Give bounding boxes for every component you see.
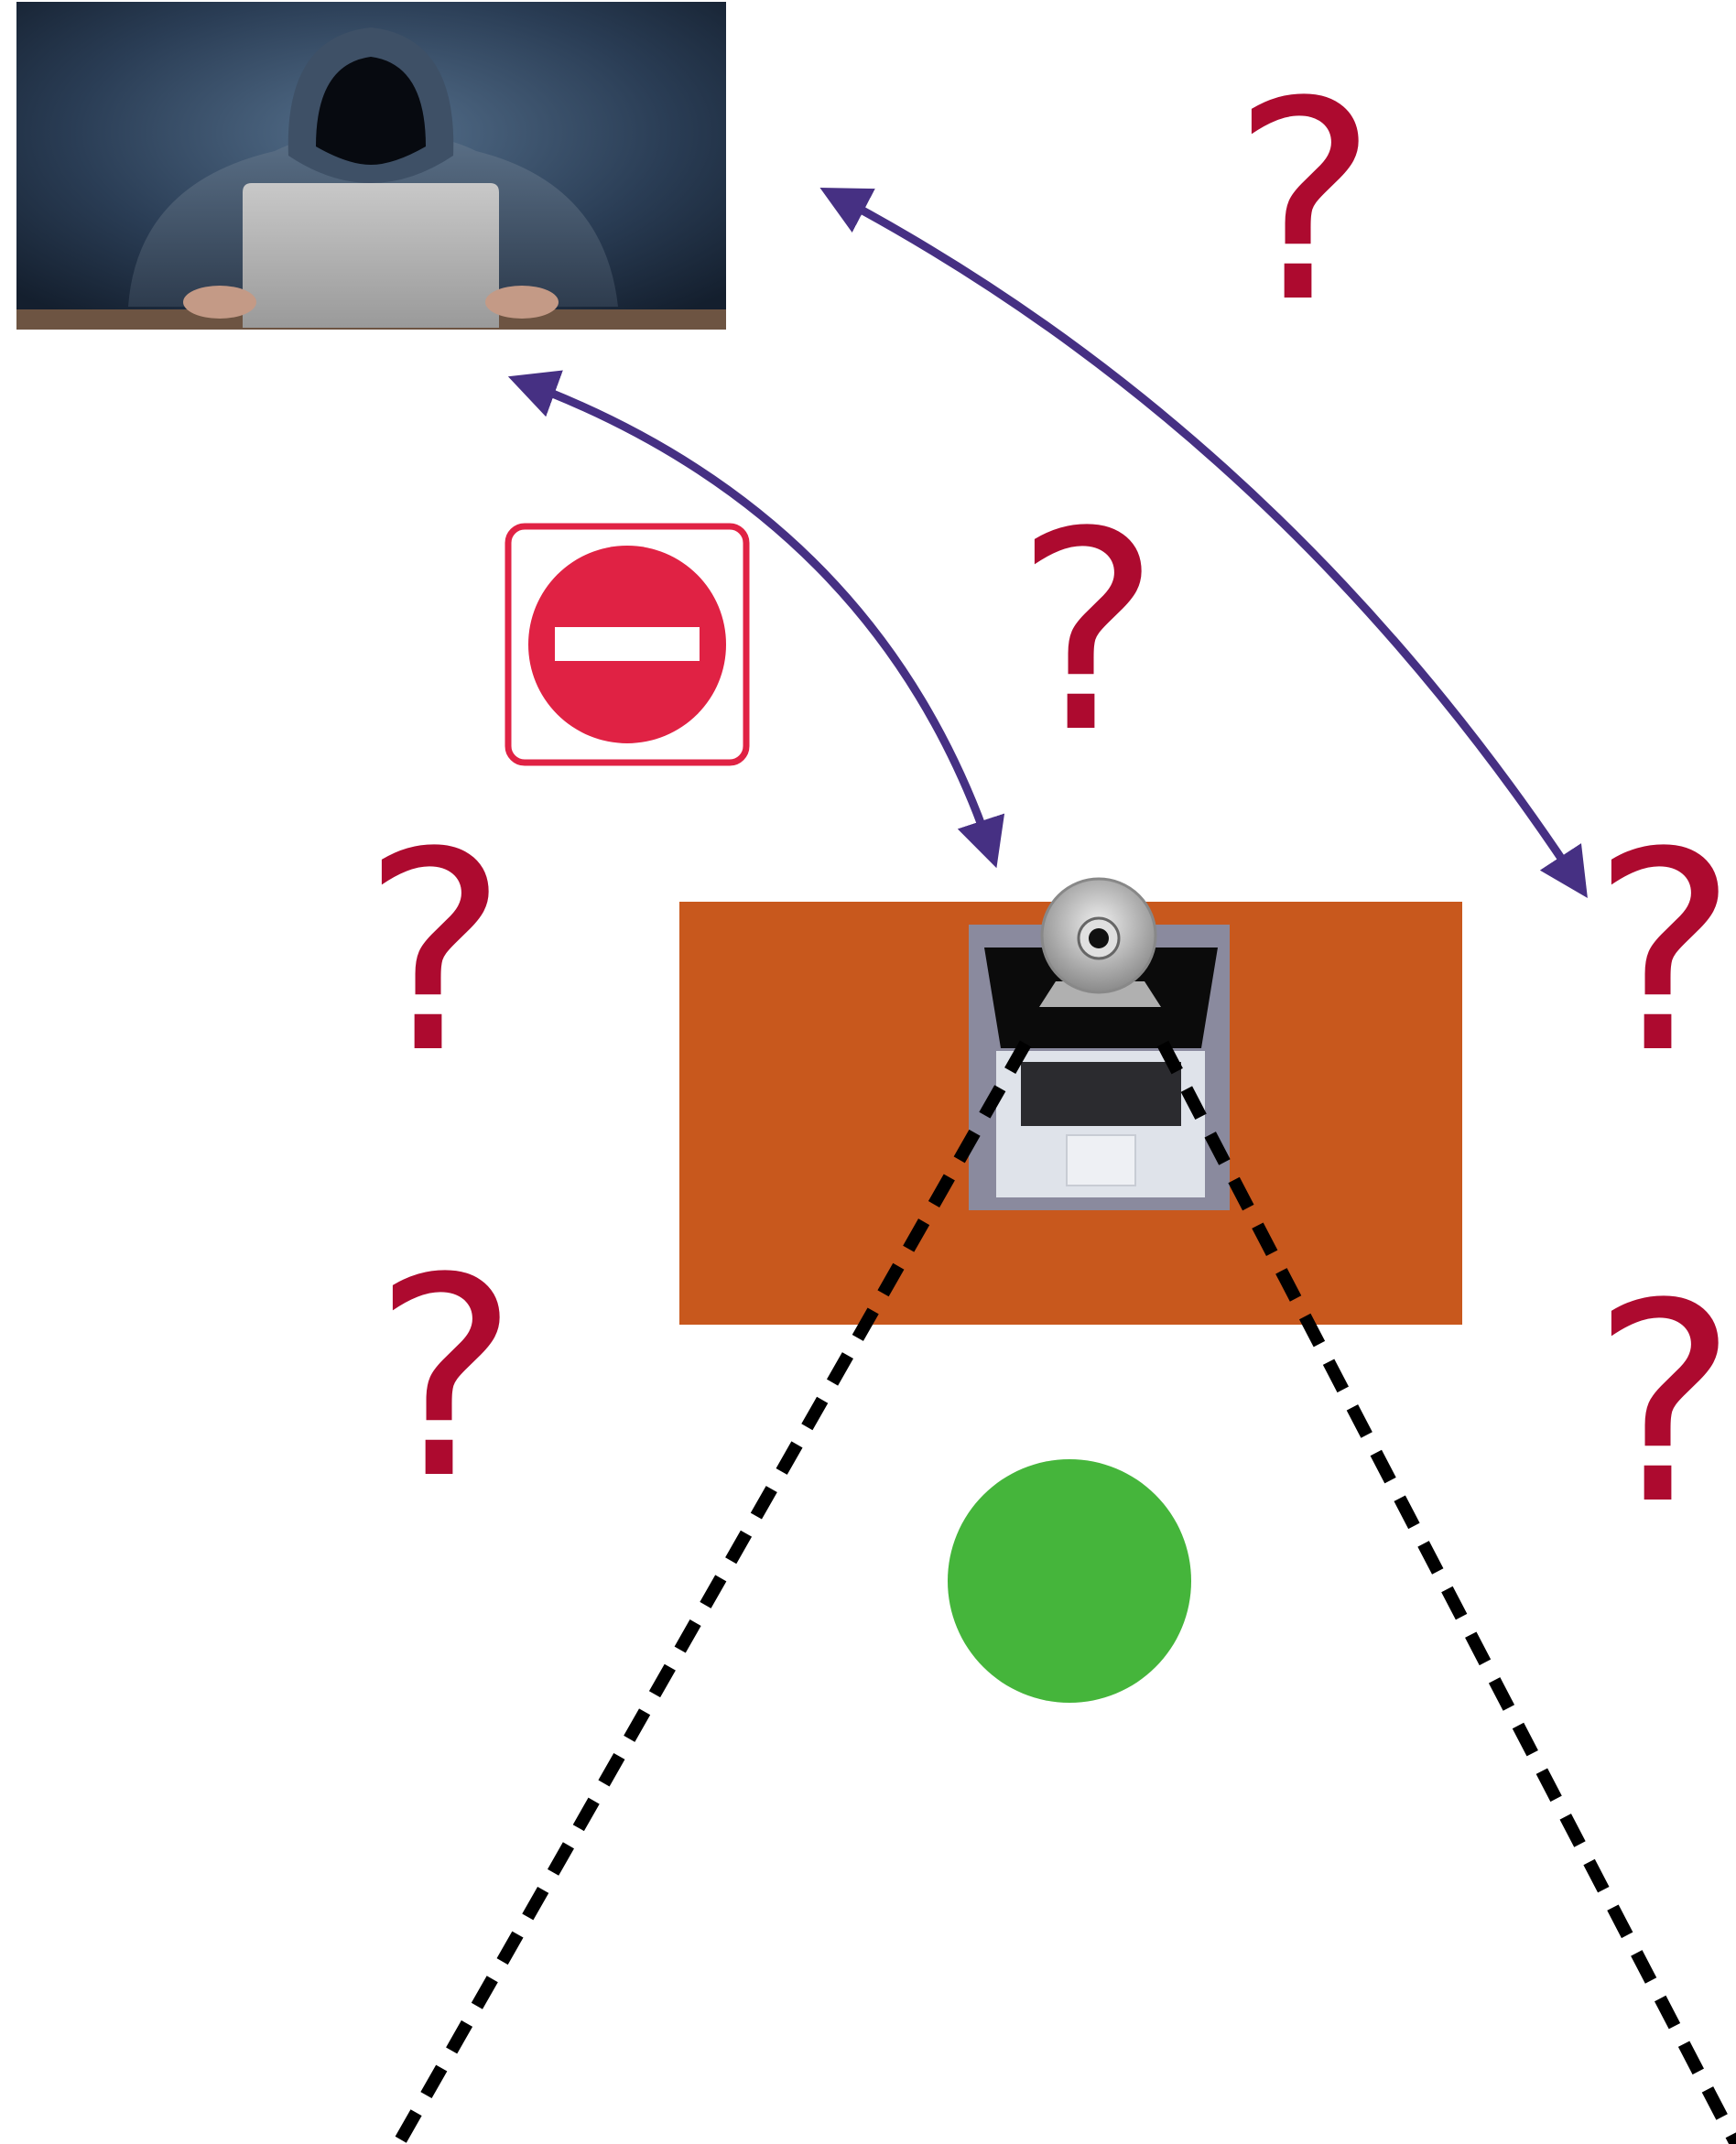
stop-sign-icon — [505, 523, 750, 766]
question-mark-left-upper: ? — [362, 794, 507, 1113]
hacker-photo — [16, 2, 726, 330]
webcam-icon — [1039, 877, 1161, 1007]
camera-fov-lines — [392, 1040, 1736, 2144]
question-mark-mid: ? — [1014, 473, 1160, 793]
arrow-hacker-to-right — [819, 187, 1588, 899]
question-mark-right-lower: ? — [1591, 1245, 1736, 1565]
person-dot — [948, 1459, 1191, 1703]
question-mark-top: ? — [1231, 43, 1377, 363]
question-mark-left-lower: ? — [373, 1219, 518, 1539]
question-mark-right-upper: ? — [1591, 794, 1736, 1113]
